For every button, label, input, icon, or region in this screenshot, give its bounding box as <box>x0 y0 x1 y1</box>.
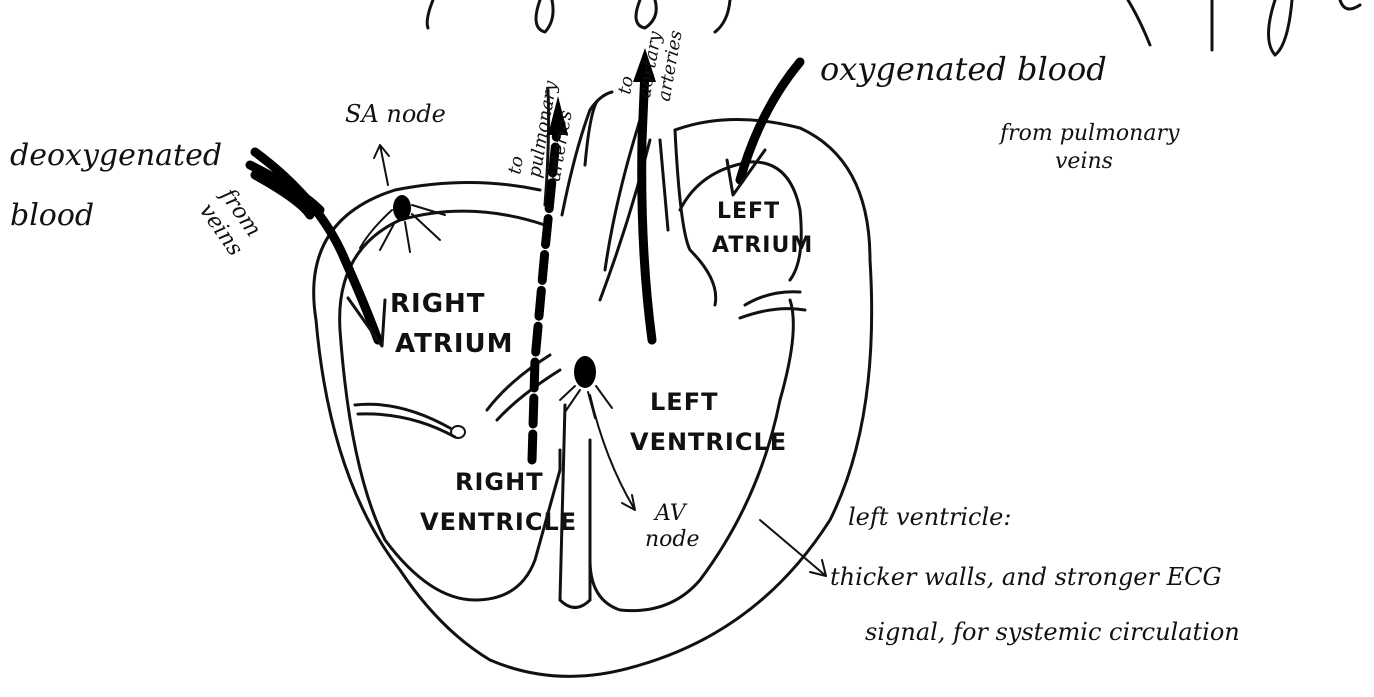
av-node-marker <box>560 356 635 510</box>
label-lv-note-line1: thicker walls, and stronger ECG <box>830 563 1222 591</box>
tricuspid-valve <box>355 404 455 437</box>
septum <box>560 405 590 600</box>
label-to-aortary-arteries: toaortaryarteries <box>614 22 686 103</box>
label-to-pulmonary-arteries: topulmonaryarteries <box>504 75 581 183</box>
top-edge-scribbles <box>427 0 1360 55</box>
label-oxygenated: oxygenated blood <box>820 50 1107 88</box>
label-lv-note-line2: signal, for systemic circulation <box>865 618 1240 646</box>
deoxygenated-flow-arrow <box>250 152 385 346</box>
septal-valve-flap <box>487 355 560 420</box>
aorta-wall <box>600 120 716 305</box>
label-lv-note-title: left ventricle: <box>848 503 1011 531</box>
mitral-valve <box>740 292 805 318</box>
label-from-veins: fromveins <box>193 182 269 260</box>
oxygenated-flow-arrow <box>727 62 800 195</box>
label-sa-node: SA node <box>345 100 446 128</box>
